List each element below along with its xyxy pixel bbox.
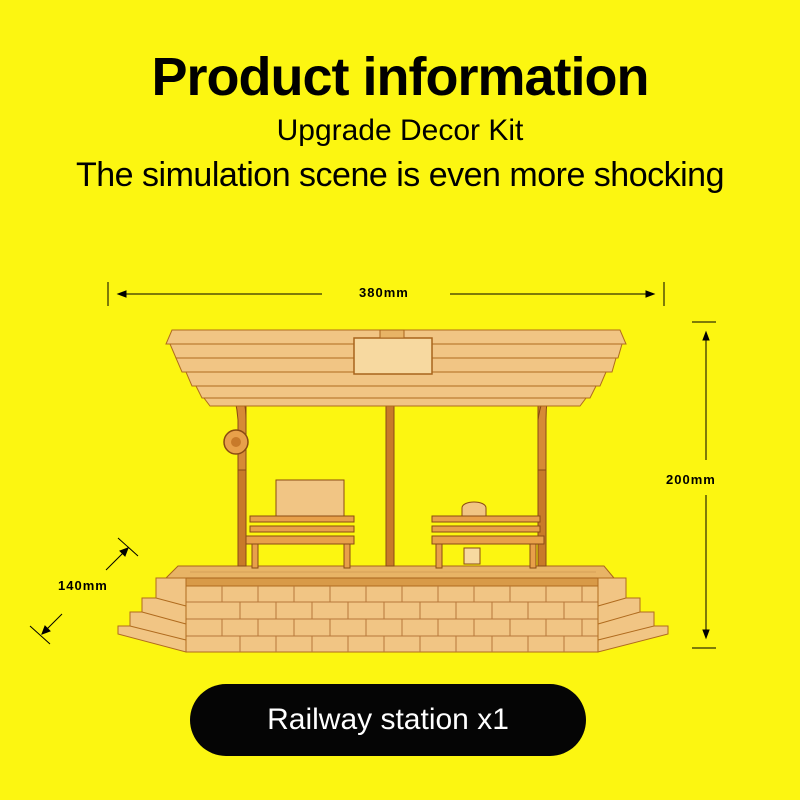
page-title: Product information: [151, 47, 650, 107]
station-sign: [353, 329, 433, 375]
right-bench: [431, 501, 545, 569]
right-stairs: [597, 577, 669, 653]
product-label-badge: Railway station x1: [190, 684, 586, 756]
width-dimension-line: [107, 282, 665, 306]
height-dimension-label: 200mm: [662, 472, 720, 487]
height-dimension-line: [692, 321, 716, 649]
product-label: Railway station x1: [267, 703, 509, 736]
tagline: The simulation scene is even more shocki…: [76, 156, 725, 194]
left-bench: [245, 479, 355, 569]
clock-icon: [223, 429, 249, 455]
depth-dimension-label: 140mm: [54, 578, 112, 593]
width-dimension-label: 380mm: [355, 285, 413, 300]
left-stairs: [117, 577, 187, 653]
roof-canopy: [165, 329, 627, 407]
depth-dimension-line: [29, 537, 139, 645]
platform-base: [164, 565, 616, 653]
subtitle: Upgrade Decor Kit: [276, 114, 524, 147]
